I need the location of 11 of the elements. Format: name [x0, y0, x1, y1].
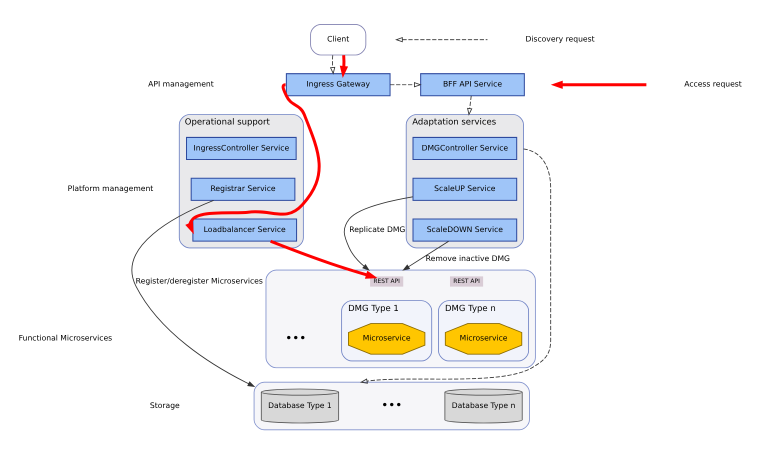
label: Platform management	[68, 184, 154, 194]
label: API management	[148, 80, 214, 89]
label: Functional Microservices	[18, 334, 112, 343]
edge-label: Remove inactive DMG	[426, 254, 510, 263]
edge-label: Replicate DMG	[349, 224, 406, 234]
legend-label: Access request	[684, 80, 742, 89]
label: Storage	[150, 400, 180, 410]
legend-label: Discovery request	[525, 34, 595, 44]
label: •••	[381, 398, 402, 412]
edge-label: Register/deregister Microservices	[136, 276, 263, 286]
label: •••	[285, 331, 306, 346]
